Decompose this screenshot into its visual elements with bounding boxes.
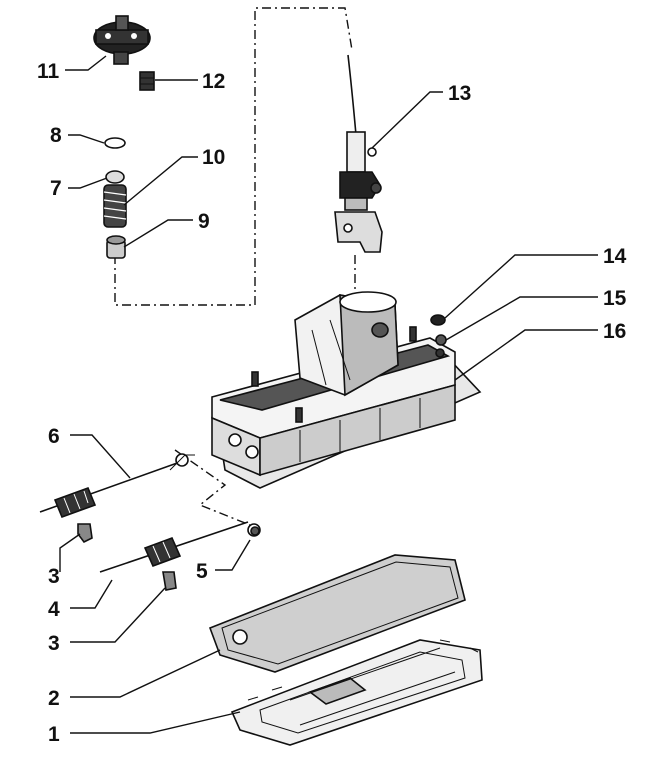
callout-3-upper: 3 xyxy=(48,565,60,588)
callout-14: 14 xyxy=(603,245,627,268)
leader-2 xyxy=(70,649,221,698)
part-14-nut xyxy=(430,314,446,326)
leader-1 xyxy=(70,711,241,734)
part-15-bolt xyxy=(435,334,447,346)
assembly-line-spring xyxy=(114,255,255,306)
part-8-washer xyxy=(104,137,126,149)
callout-3-lower: 3 xyxy=(48,632,60,655)
leader-14 xyxy=(444,254,598,319)
callout-13: 13 xyxy=(448,82,471,105)
leader-3a xyxy=(59,533,81,572)
callout-1: 1 xyxy=(48,723,60,746)
callout-12: 12 xyxy=(202,70,225,93)
leader-6 xyxy=(70,434,131,479)
leader-5 xyxy=(215,539,251,571)
part-12-pin xyxy=(139,71,155,91)
callout-8: 8 xyxy=(50,124,62,147)
leader-16 xyxy=(454,329,598,381)
part-9-bushing xyxy=(106,235,126,259)
part-13-gear-lever xyxy=(334,54,383,253)
callout-2: 2 xyxy=(48,687,60,710)
leader-11 xyxy=(65,55,107,71)
callout-9: 9 xyxy=(198,210,210,233)
callout-4: 4 xyxy=(48,598,60,621)
part-10-spring xyxy=(103,184,127,228)
leader-13 xyxy=(371,91,443,149)
assembly-line-cable xyxy=(174,449,251,526)
leader-9 xyxy=(123,219,193,248)
part-7-ring xyxy=(105,170,125,184)
leader-10 xyxy=(123,156,198,206)
leader-8 xyxy=(68,134,105,144)
callout-10: 10 xyxy=(202,146,225,169)
assembly-line-knob xyxy=(254,7,353,305)
leader-3b xyxy=(70,587,166,643)
callout-16: 16 xyxy=(603,320,626,343)
part-4-select-cable xyxy=(99,521,261,573)
leader-15 xyxy=(445,296,598,341)
part-5-clip xyxy=(250,526,260,536)
part-2-gasket xyxy=(208,554,466,673)
part-6-shift-cable xyxy=(39,453,195,519)
callout-5: 5 xyxy=(196,560,208,583)
part-11-knob-head xyxy=(93,15,151,65)
part-16-shift-housing xyxy=(211,291,482,489)
callout-6: 6 xyxy=(48,425,60,448)
callout-7: 7 xyxy=(50,177,62,200)
callout-11: 11 xyxy=(37,60,60,83)
leader-4 xyxy=(70,579,113,609)
part-1-base-plate xyxy=(230,639,483,746)
leader-7 xyxy=(68,177,108,189)
part-3-clip-lower xyxy=(162,571,177,591)
callout-15: 15 xyxy=(603,287,627,310)
part-3-clip-upper xyxy=(77,523,93,544)
